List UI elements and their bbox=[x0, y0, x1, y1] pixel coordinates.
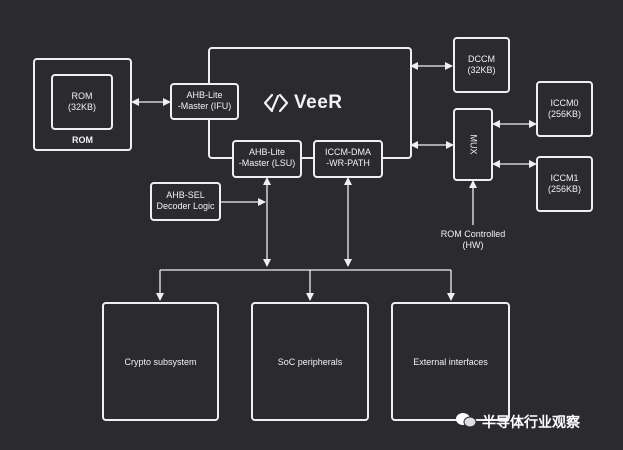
ahb-lsu-block bbox=[232, 140, 302, 178]
rom-outer-label: ROM bbox=[72, 135, 93, 145]
veer-logo: VeeR bbox=[263, 92, 342, 114]
veer-logo-text: VeeR bbox=[294, 92, 343, 113]
external-block bbox=[391, 302, 510, 421]
crypto-block bbox=[102, 302, 219, 421]
ahb-sel-label: AHB-SEL Decoder Logic bbox=[156, 190, 215, 211]
iccm1-block bbox=[536, 156, 593, 212]
iccm-dma-block bbox=[313, 140, 383, 178]
rom-controlled-label: ROM Controlled (HW) bbox=[440, 229, 506, 250]
veer-logo-icon bbox=[263, 93, 289, 113]
watermark-text: 半导体行业观察 bbox=[482, 415, 580, 431]
watermark-logo-icon bbox=[455, 410, 477, 430]
soc-label: SoC peripherals bbox=[277, 357, 343, 367]
external-label: External interfaces bbox=[413, 357, 488, 367]
dccm-label: DCCM (32KB) bbox=[467, 54, 496, 75]
rom-inner-block bbox=[51, 74, 113, 130]
ahb-lsu-label: AHB-Lite -Master (LSU) bbox=[238, 147, 296, 168]
dccm-block bbox=[453, 37, 510, 93]
rom-outer-block bbox=[33, 58, 132, 151]
iccm1-label: ICCM1 (256KB) bbox=[547, 173, 582, 194]
crypto-label: Crypto subsystem bbox=[124, 357, 197, 367]
ahb-ifu-label: AHB-Lite -Master (IFU) bbox=[177, 90, 232, 111]
rom-inner-label: ROM (32KB) bbox=[67, 91, 96, 112]
mux-block bbox=[453, 108, 493, 181]
iccm-dma-label: ICCM-DMA -WR-PATH bbox=[325, 147, 371, 168]
iccm0-block bbox=[536, 81, 593, 137]
ahb-ifu-block bbox=[170, 83, 239, 120]
mux-label: MUX bbox=[468, 134, 479, 155]
soc-block bbox=[251, 302, 369, 421]
iccm0-label: ICCM0 (256KB) bbox=[547, 98, 582, 119]
ahb-sel-block bbox=[150, 182, 221, 221]
